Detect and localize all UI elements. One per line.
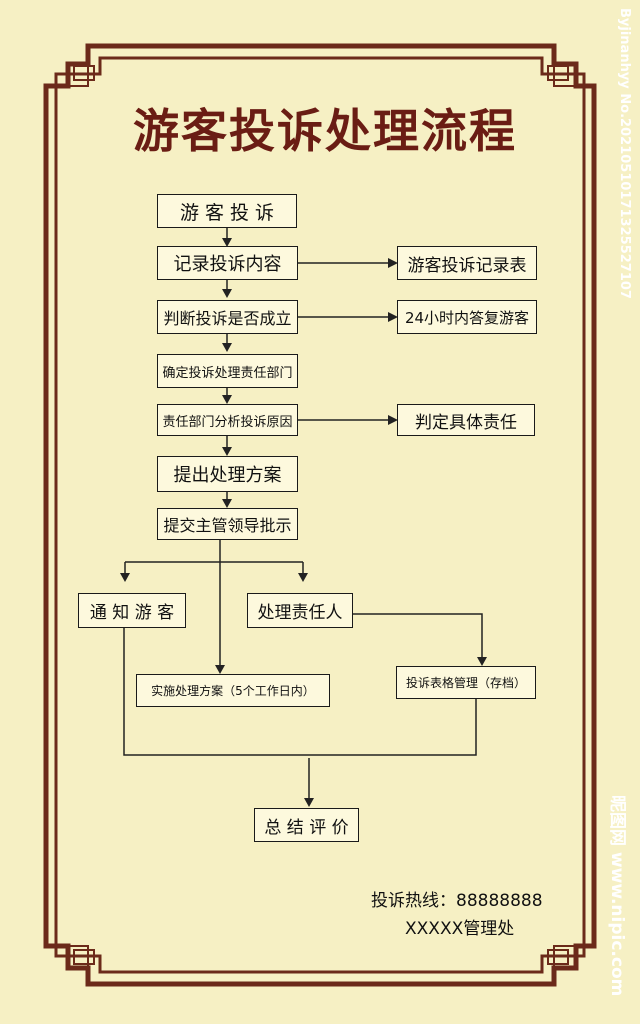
node-reply: 24小时内答复游客 [397,300,537,334]
office-text: XXXXX管理处 [405,919,515,939]
node-record-form: 游客投诉记录表 [397,246,537,280]
node-handler: 处理责任人 [247,593,353,628]
watermark-top: Byjinanhyy No.20210510171325527107 [617,8,632,299]
node-responsibility: 判定具体责任 [397,404,535,436]
node-implement: 实施处理方案（5个工作日内） [136,674,330,707]
node-analyze: 责任部门分析投诉原因 [157,404,298,436]
node-summary: 总 结 评 价 [254,808,359,842]
watermark-bottom: 昵图网 www.nipic.com [607,795,627,997]
node-judge: 判断投诉是否成立 [157,300,298,334]
page-title: 游客投诉处理流程 [133,104,517,158]
node-submit: 提交主管领导批示 [157,508,298,540]
node-assign-dept: 确定投诉处理责任部门 [157,354,298,388]
node-complaint: 游 客 投 诉 [157,194,297,228]
node-notify: 通 知 游 客 [78,593,186,628]
node-propose: 提出处理方案 [157,456,298,492]
hotline-text: 投诉热线：88888888 [371,891,543,911]
node-archive: 投诉表格管理（存档） [396,666,536,699]
node-record: 记录投诉内容 [157,246,298,280]
